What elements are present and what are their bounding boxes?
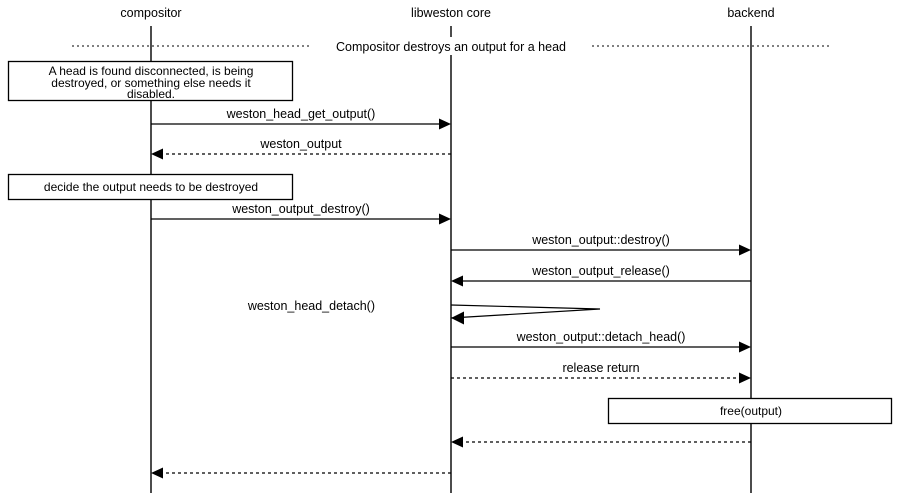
message-weston-output-return-label: weston_output: [259, 137, 342, 151]
message-weston-output-destroy-vfunc: weston_output::destroy(): [451, 233, 751, 256]
message-weston-head-get-output: weston_head_get_output(): [151, 107, 451, 130]
arrow-head-left-icon: [451, 436, 463, 448]
arrow-head-left-icon: [151, 148, 163, 160]
participant-libweston-core: libweston core: [411, 6, 491, 493]
participant-label-backend: backend: [727, 6, 774, 20]
message-weston-output-detach-head: weston_output::detach_head(): [451, 330, 751, 353]
message-weston-output-detach-head-label: weston_output::detach_head(): [516, 330, 686, 344]
message-weston-head-get-output-label: weston_head_get_output(): [226, 107, 376, 121]
note-decide-destroy-box: [7, 173, 294, 201]
arrow-head-right-icon: [739, 341, 751, 353]
arrow-head-right-icon: [439, 118, 451, 130]
message-weston-head-detach-label: weston_head_detach(): [247, 299, 375, 313]
message-release-return: release return: [451, 361, 751, 384]
note-decide-destroy-text: decide the output needs to be destroyed: [44, 180, 258, 194]
message-weston-head-detach-loop: [450, 304, 601, 319]
message-weston-head-detach: weston_head_detach(): [247, 299, 601, 325]
section-divider: Compositor destroys an output for a head: [72, 37, 830, 55]
note-free-output-box: [607, 397, 893, 425]
arrow-head-left-icon: [451, 311, 464, 325]
message-output-destroy-return: [151, 467, 451, 479]
participant-compositor: compositor: [120, 6, 182, 493]
arrow-head-right-icon: [439, 213, 451, 225]
note-head-disconnected-box: [7, 60, 294, 102]
note-head-disconnected-line-1: A head is found disconnected, is being: [49, 64, 254, 78]
divider-label-backdrop: [310, 37, 592, 55]
note-head-disconnected-line-3: disabled.: [127, 87, 175, 101]
message-weston-output-return: weston_output: [151, 137, 451, 160]
note-free-output: free(output): [607, 397, 893, 425]
note-head-disconnected: A head is found disconnected, is being d…: [7, 60, 294, 102]
message-release-return-label: release return: [562, 361, 639, 375]
note-head-disconnected-line-2: destroyed, or something else needs it: [51, 76, 251, 90]
note-decide-destroy: decide the output needs to be destroyed: [7, 173, 294, 201]
message-destroy-return: [451, 436, 751, 448]
arrow-head-left-icon: [451, 275, 463, 287]
message-weston-output-destroy-label: weston_output_destroy(): [231, 202, 370, 216]
message-weston-output-destroy-vfunc-label: weston_output::destroy(): [531, 233, 670, 247]
participant-label-compositor: compositor: [120, 6, 181, 20]
arrow-head-right-icon: [739, 244, 751, 256]
arrow-head-right-icon: [739, 372, 751, 384]
message-weston-output-destroy: weston_output_destroy(): [151, 202, 451, 225]
message-weston-output-release-label: weston_output_release(): [531, 264, 670, 278]
divider-title: Compositor destroys an output for a head: [336, 40, 566, 54]
participant-label-libweston-core: libweston core: [411, 6, 491, 20]
note-free-output-text: free(output): [720, 404, 782, 418]
message-weston-output-release: weston_output_release(): [451, 264, 751, 287]
arrow-head-left-icon: [151, 467, 163, 479]
